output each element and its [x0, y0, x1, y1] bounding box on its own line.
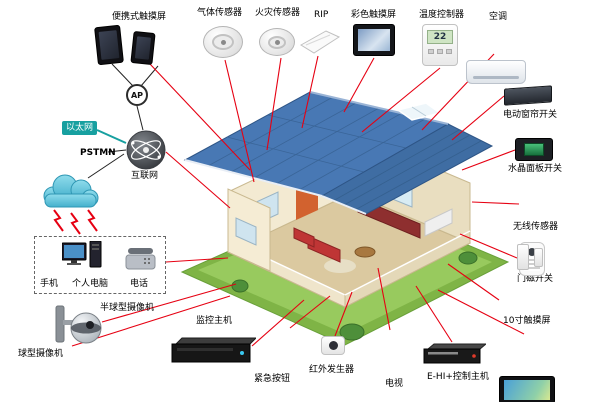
roof-right-tiles [332, 129, 482, 211]
ball-camera-label: 球型摄像机 [18, 349, 64, 359]
crystal-panel-switch-label: 水晶面板开关 [508, 164, 563, 174]
emergency-button-label: 紧急按钮 [254, 374, 291, 384]
portable-touchscreen-label: 便携式触摸屏 [112, 12, 167, 22]
ir-emitter-eye [328, 341, 338, 350]
personal-computer-label: 个人电脑 [72, 279, 109, 289]
bush [339, 323, 365, 341]
air-conditioner-device [466, 60, 526, 84]
ethernet-line [96, 129, 127, 144]
curtain-switch-device [504, 85, 552, 106]
tablet-1 [94, 24, 124, 66]
color-touchscreen-label: 彩色触摸屏 [351, 10, 397, 20]
rip-icon [300, 30, 341, 54]
internet-atom-icon [126, 130, 166, 170]
ac-vent [473, 76, 519, 79]
pc-icon [61, 240, 102, 268]
desk-phone-icon [125, 248, 156, 270]
telephone-label: 电话 [130, 279, 149, 289]
color-touchscreen-screen [358, 29, 390, 51]
fire-sensor-ring [268, 35, 286, 49]
lightning-bolts [53, 209, 98, 235]
gas-sensor-device [203, 26, 243, 58]
bed [424, 208, 453, 237]
tablet-1-screen [98, 30, 120, 60]
ap-node: AP [126, 84, 148, 106]
telephone-icon [124, 246, 158, 276]
thermostat-display: 22 [427, 30, 453, 44]
fire-sensor-label: 火灾传感器 [255, 8, 301, 18]
touchscreen-10inch-screen [504, 380, 550, 400]
cloud-icon [43, 174, 99, 208]
tablet-2-screen [134, 36, 152, 60]
touchscreen-10inch-label: 10寸触摸屏 [503, 316, 551, 326]
bush-2 [231, 279, 249, 293]
sofa-2 [293, 227, 315, 248]
wan-cloud [36, 170, 102, 218]
tablet-2 [130, 30, 156, 66]
dvr-icon [171, 337, 258, 363]
front-window [235, 217, 257, 246]
color-touchscreen-device [353, 24, 395, 56]
monitor-host-label: 监控主机 [196, 316, 233, 326]
monitor-host-device [168, 336, 258, 370]
door-magnet-bar-1 [517, 244, 529, 270]
ehi-control-host-device [422, 342, 488, 370]
ehi-host-icon [423, 343, 488, 364]
bush-3 [458, 251, 478, 265]
crystal-panel-switch-device [515, 138, 553, 161]
house-illustration [180, 91, 510, 346]
internet-node [124, 128, 168, 176]
mobile-phone-label: 手机 [40, 279, 59, 289]
pir-lens [528, 248, 536, 256]
ethernet-badge: 以太网 [62, 121, 98, 135]
internet-label: 互联网 [131, 171, 159, 181]
wireless-sensor-label: 无线传感器 [513, 222, 559, 232]
crystal-glass [524, 143, 544, 156]
temp-controller-label: 温度控制器 [419, 10, 465, 20]
gas-sensor-label: 气体传感器 [197, 8, 243, 18]
ehi-control-host-label: E-HI+控制主机 [427, 372, 489, 382]
fire-sensor-device [259, 28, 295, 56]
camera-device [52, 304, 106, 356]
rip-label: RIP [314, 10, 329, 20]
rug [324, 259, 356, 273]
pstmn-label: PSTMN [80, 148, 116, 158]
gas-sensor-center [220, 39, 226, 45]
ir-generator-label: 红外发生器 [309, 365, 355, 375]
portable-touchscreen-device [94, 24, 164, 70]
dome-camera-label: 半球型摄像机 [100, 303, 155, 313]
touchscreen-10inch-device [499, 376, 555, 402]
door-magnet-switch-device [517, 244, 551, 272]
gas-sensor-ring [212, 34, 234, 50]
door-magnet-bar-2 [534, 248, 543, 267]
air-conditioner-label: 空调 [489, 12, 508, 22]
curtain-switch-label: 电动窗帘开关 [503, 110, 558, 120]
roof-tiles [207, 96, 426, 191]
rip-device [299, 28, 341, 60]
personal-computer-icon [61, 240, 104, 277]
network-lines [87, 63, 159, 179]
clients-box [34, 236, 166, 294]
tv-label: 电视 [385, 379, 404, 389]
door-magnet-switch-label: 门磁开关 [517, 274, 554, 284]
temp-controller-device: 22 [422, 24, 458, 66]
ir-generator-device [321, 336, 345, 355]
dome-camera-icon [55, 305, 102, 344]
thermostat-buttons [423, 49, 457, 54]
fire-sensor-center [274, 39, 280, 45]
table [354, 246, 376, 258]
